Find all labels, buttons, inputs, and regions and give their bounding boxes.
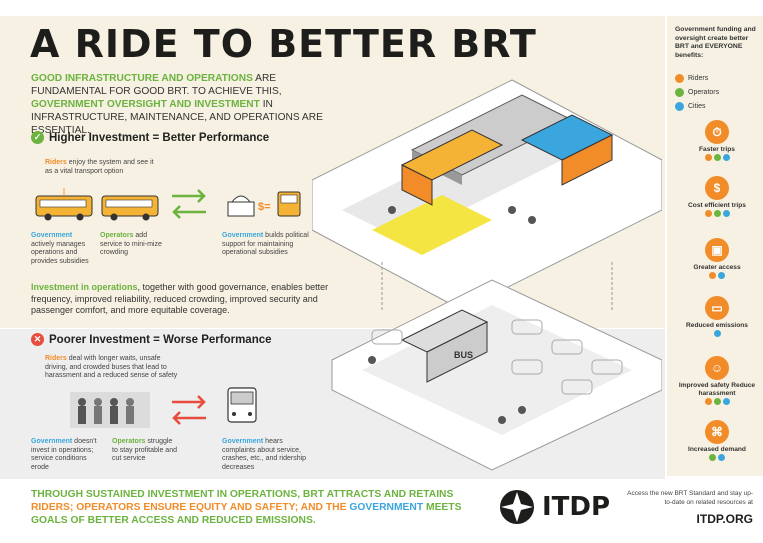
benefit-reduced-emissions: ▭ Reduced emissions [677,296,757,340]
dollar-icon: $ [705,176,729,200]
poorer-investment-heading: ✕ Poorer Investment = Worse Performance [31,333,272,346]
cycle-arrows-icon [172,189,206,219]
legend-item-cities: Cities [675,100,719,114]
crowded-riders-illustration [70,392,150,428]
intro-text: GOOD INFRASTRUCTURE AND OPERATIONS ARE F… [31,73,323,136]
stopwatch-icon: ⏱ [705,120,729,144]
sidebar-intro: Government funding and oversight create … [675,26,756,59]
resource-note: Access the new BRT Standard and stay up-… [627,490,753,506]
government-support-note: Government builds political support for … [222,232,309,256]
government-note: Government actively manages operations a… [31,232,89,265]
legend-item-riders: Riders [675,72,719,86]
government-funding-icon: $= [227,191,301,217]
benefit-increased-demand: ⌘ Increased demand [677,420,757,464]
government-neglect-note: Government doesn't invest in operations;… [31,438,97,471]
riders-benefit-note: Riders enjoy the system and see it as a … [45,159,154,175]
benefit-improved-safety: ☺ Improved safety Reduce harassment [677,356,757,408]
cross-icon: ✕ [31,333,44,346]
buses-illustration [35,188,159,221]
brt-bus-icon [400,114,614,206]
operators-note: Operators add service to mini-mize crowd… [100,232,162,256]
bus-front-icon [227,387,257,423]
operators-struggle-note: Operators struggle to stay profitable an… [112,438,177,462]
government-complaints-note: Government hears complaints about servic… [222,438,307,471]
page-title: A RIDE TO BETTER BRT [30,22,537,66]
bus-icon [101,195,159,221]
traffic-cars [371,319,623,395]
bus-front-icon: ▣ [705,238,729,262]
bus-side-icon: ▭ [705,296,729,320]
network-icon: ⌘ [705,420,729,444]
bus-label: BUS [454,350,473,360]
people-icon: ☺ [705,356,729,380]
reverse-arrows-icon [172,395,206,425]
svg-text:$=: $= [258,201,271,213]
itdp-link[interactable]: ITDP.ORG [696,512,753,526]
itdp-star-icon [500,490,534,524]
operations-paragraph: Investment in operations, together with … [31,282,329,315]
benefit-cost-efficient: $ Cost efficient trips [677,176,757,220]
check-icon: ✓ [31,131,44,144]
benefit-faster-trips: ⏱ Faster trips [677,120,757,164]
riders-problem-note: Riders deal with longer waits, unsafe dr… [45,355,178,379]
itdp-logo: ITDP [498,488,610,526]
legend-item-operators: Operators [675,86,719,100]
higher-investment-heading: ✓ Higher Investment = Better Performance [31,131,269,144]
brt-street-illustration: BUS [312,79,662,471]
benefit-greater-access: ▣ Greater access [677,238,757,282]
bus-icon: BUS [400,309,489,383]
bus-icon [35,195,93,221]
footer-message: THROUGH SUSTAINED INVESTMENT IN OPERATIO… [31,489,462,526]
legend: Riders Operators Cities [675,72,719,114]
